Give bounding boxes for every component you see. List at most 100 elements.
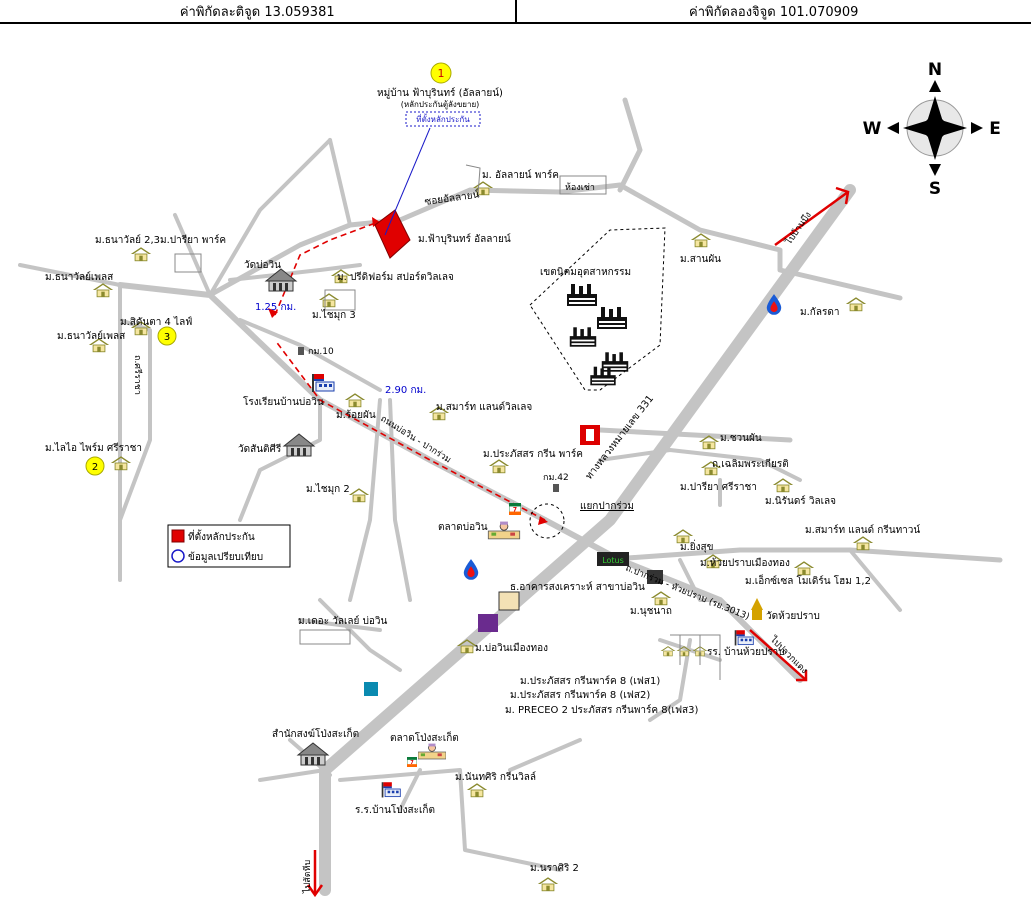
factory-icon [597, 307, 627, 329]
kanda-label: ม.กัลรดา [800, 307, 839, 318]
bowin-muang-label: ม.บ่อวินเมืองทอง [475, 642, 548, 654]
chuanphun-label: ม.ชวนผัน [720, 433, 762, 444]
compass-south: S [929, 179, 941, 199]
legend-compare-label: ข้อมูลเปรียบเทียบ [188, 551, 263, 563]
compass-north: N [928, 60, 942, 80]
km10-marker-icon [298, 347, 304, 355]
school-bowin-label: โรงเรียนบ้านบ่อวิน [243, 395, 324, 408]
legend: ที่ตั้งหลักประกัน ข้อมูลเปรียบเทียบ [167, 524, 291, 568]
parcel-outlines [174, 164, 721, 680]
house-icon [318, 292, 340, 308]
gh-bank-label: ธ.อาคารสงเคราะห์ สาขาบ่อวิน [510, 581, 645, 593]
sidanta-label: ม.สิดันตา 4 ไลฟ์ [120, 316, 192, 328]
chaloemphrakiat-label: ถ.เฉลิมพระเกียรติ [712, 458, 789, 470]
lotus-icon [597, 552, 629, 566]
pong-market-label: ตลาดโป่งสะเก็ต [390, 730, 459, 744]
subject-box [405, 111, 481, 127]
direction-arrows [306, 186, 850, 898]
subject-name: หมู่บ้าน ฟ้าบุรินทร์ (อัลลายน์) [377, 87, 503, 99]
priform-label: ม. ปรีดิฟอร์ม สปอร์ตวิลเลจ [337, 271, 454, 283]
factory-icon [567, 284, 597, 306]
wat-huai-prap-icon [751, 598, 763, 610]
yingsuk-label: ม.ยิ่งสุข [680, 539, 713, 553]
route-arrowhead [372, 217, 380, 227]
school-huai-label: รร. บ้านห้วยปราบ [707, 646, 785, 658]
bank-icon [647, 570, 663, 584]
wat-huai-prap-label: วัดห้วยปราบ [766, 610, 820, 622]
house-icon [650, 590, 672, 606]
wat-bowin-label: วัดบ่อวิน [244, 260, 281, 271]
bank-icon [364, 682, 378, 696]
house-icon [690, 232, 712, 248]
house-icon [348, 487, 370, 503]
temple-icon [283, 433, 315, 457]
location-map: 7 [18, 60, 1003, 898]
latitude-label: ค่าพิกัดละติจูด 13.059381 [0, 0, 517, 22]
thanawat-pol2-label: ม.ธนาวัลย์เพลส [57, 330, 125, 342]
house-icon [852, 535, 874, 551]
junction-label: แยกปากร่วม [580, 501, 634, 512]
room-label: ห้องเช่า [565, 182, 595, 193]
factory-icon [601, 352, 629, 372]
nirun-label: ม.นิรันดร์ วิลเลจ [765, 495, 836, 507]
legend-site-label: ที่ตั้งหลักประกัน [188, 529, 255, 543]
house-icon [845, 296, 867, 312]
house-icon [130, 246, 152, 262]
market-bowin-label: ตลาดบ่อวิน [438, 522, 488, 533]
subject-site-label: ม.ฟ้าบุรินทร์ อัลลายน์ [418, 233, 511, 245]
compass-west: W [863, 119, 882, 139]
subject-number: 1 [438, 67, 445, 80]
junction-circle [529, 503, 565, 539]
subject-note: (หลักประกันตู้ลังขยาย) [401, 100, 480, 110]
gas-station-icon [463, 559, 479, 580]
factory-icon [569, 327, 597, 347]
comparable-2-circle [85, 456, 105, 476]
makro-icon-inner [586, 429, 594, 441]
subject-pointer-line [384, 127, 431, 236]
sanphun-label: ม.สานผัน [680, 254, 721, 265]
roiphan-label: ม.ร้อยผัน [336, 409, 376, 421]
subject-site-parcel [374, 209, 411, 259]
road-network [18, 97, 1003, 896]
lailai-label: ม.ไลไอ ไพร์ม ศรีราชา [45, 442, 142, 454]
km42-marker-icon [553, 484, 559, 492]
legend-compare-swatch [171, 549, 185, 563]
soi-allaind-label: ซอยอัลลายน์ [424, 188, 481, 208]
chaimuk2-label: ม.ไชมุก 2 [306, 483, 350, 495]
x-cell-label: ม.เอ็กซ์เซล โมเดิร์น โฮม 1,2 [745, 573, 871, 587]
comparable-3-circle [157, 326, 177, 346]
route-to-subject [274, 221, 546, 521]
house-icon [537, 876, 559, 892]
smart-green-label: ม.สมาร์ท แลนด์ กรีนทาวน์ [805, 524, 920, 536]
to-sattahip-label: ไปสัตหีบ [302, 859, 313, 894]
distance-1: 1.25 กม. [255, 302, 296, 313]
place-labels: ห้องเช่า ม. อัลลายน์ พาร์ค ม.ธนาวัลย์ 2,… [45, 169, 920, 874]
nanthasiri-label: ม.นันทศิริ กรีนวิลล์ [455, 771, 536, 783]
seven-eleven-icon [509, 503, 521, 515]
market-icon [418, 743, 446, 760]
thanawat-label: ม.ธนาวัลย์ 2,3ม.ปารียา พาร์ค [95, 234, 226, 246]
route-arrowhead [538, 516, 548, 525]
smart-label: ม.สมาร์ท แลนด์วิลเลจ [436, 401, 532, 413]
preceo-label: ม. PRECEO 2 ประภัสสร กรีนพาร์ค 8(เฟส3) [505, 704, 699, 716]
industrial-estate-boundary [529, 227, 666, 391]
wat-huai-prap-base [752, 610, 762, 620]
huai-prap-thong-label: ม.ห้วยปราบเมืองทอง [700, 557, 790, 569]
subject-number-circle [430, 62, 452, 84]
school-icon [381, 781, 401, 798]
pong-school-label: ร.ร.บ้านโป่งสะเก็ต [355, 802, 435, 816]
ktb-bank-icon [498, 591, 520, 611]
coordinates-header: ค่าพิกัดละติจูด 13.059381 ค่าพิกัดลองจิจ… [0, 0, 1031, 24]
house-icon [488, 458, 510, 474]
legend-site-swatch [171, 529, 185, 543]
market-icon [487, 521, 521, 540]
sriracha-road-label: ถ.ศรีราชา [132, 355, 143, 395]
route-arrowhead [268, 308, 278, 318]
thanawat-pol1-label: ม.ธนาวัลย์เพลส [45, 271, 113, 283]
house-icon [672, 528, 694, 544]
chaimuk3-label: ม.ไชมุก 3 [312, 309, 356, 321]
compass-east: E [989, 119, 1001, 139]
nuchanat-label: ม.นุชนาถ [630, 606, 672, 617]
scb-bank-icon [478, 614, 498, 632]
km10-label: กม.10 [308, 347, 334, 357]
